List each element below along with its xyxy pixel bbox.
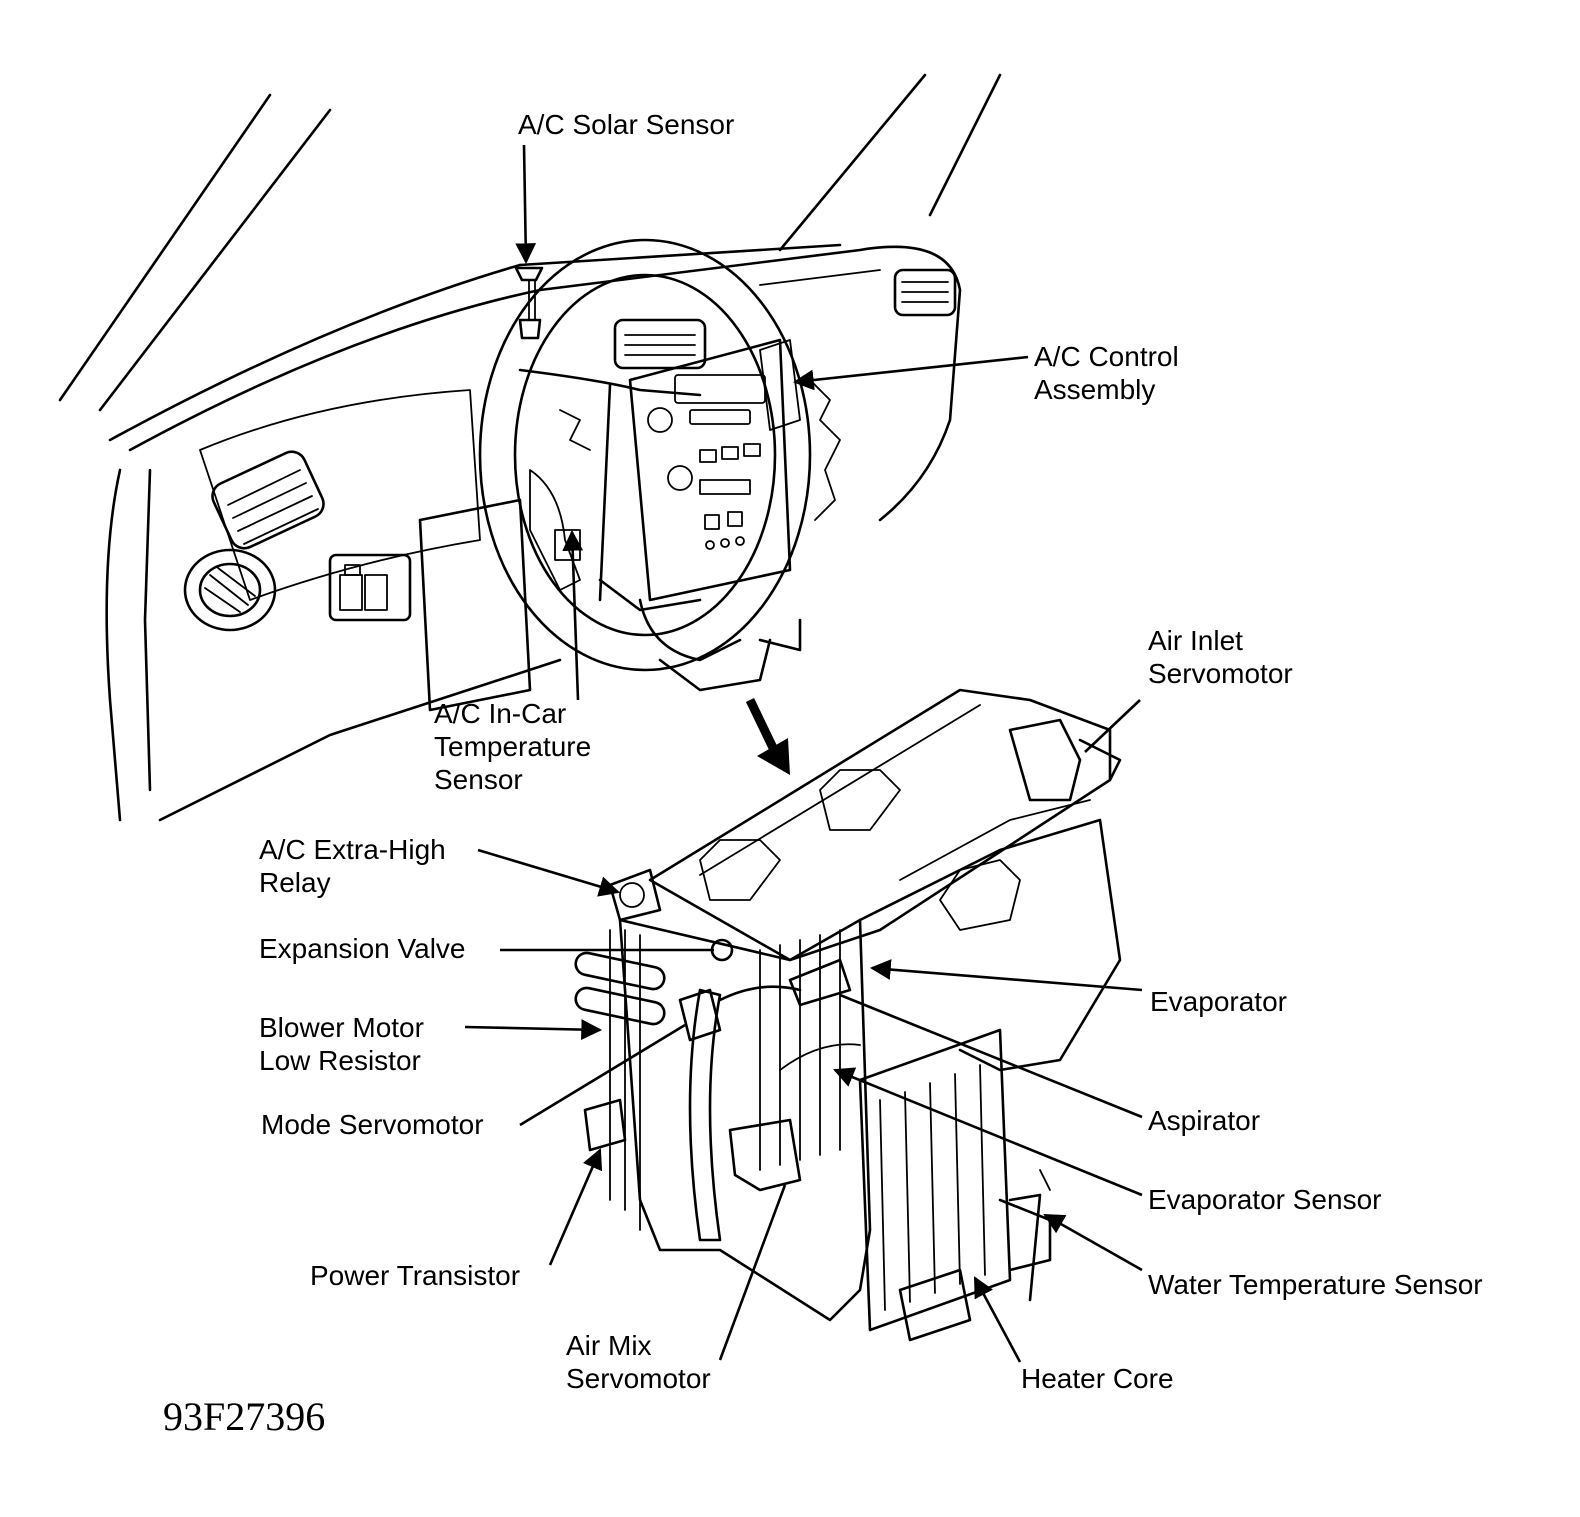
label-expansion-valve: Expansion Valve xyxy=(259,933,466,964)
label-power-transistor: Power Transistor xyxy=(310,1260,521,1291)
leader-lines xyxy=(464,144,1143,1363)
label-aspirator: Aspirator xyxy=(1148,1105,1261,1136)
hvac-unit-drawing xyxy=(574,688,1122,1342)
dashboard-drawing xyxy=(58,73,1002,822)
label-blower-low-resistor: Blower Motor Low Resistor xyxy=(259,1012,424,1076)
label-mode-servomotor: Mode Servomotor xyxy=(261,1109,484,1140)
label-water-temp-sensor: Water Temperature Sensor xyxy=(1148,1269,1483,1300)
label-air-inlet-servomotor: Air Inlet Servomotor xyxy=(1148,625,1293,689)
label-heater-core: Heater Core xyxy=(1021,1363,1174,1394)
label-control-assembly: A/C Control Assembly xyxy=(1034,341,1179,405)
label-evaporator-sensor: Evaporator Sensor xyxy=(1148,1184,1382,1215)
label-solar-sensor: A/C Solar Sensor xyxy=(518,109,735,140)
figure-code: 93F27396 xyxy=(163,1394,326,1439)
label-extra-high-relay: A/C Extra-High Relay xyxy=(259,834,446,898)
label-in-car-temp-sensor: A/C In-Car Temperature Sensor xyxy=(434,698,592,795)
down-arrow-icon xyxy=(745,698,790,775)
label-evaporator: Evaporator xyxy=(1150,986,1287,1017)
label-air-mix-servomotor: Air Mix Servomotor xyxy=(566,1330,711,1394)
